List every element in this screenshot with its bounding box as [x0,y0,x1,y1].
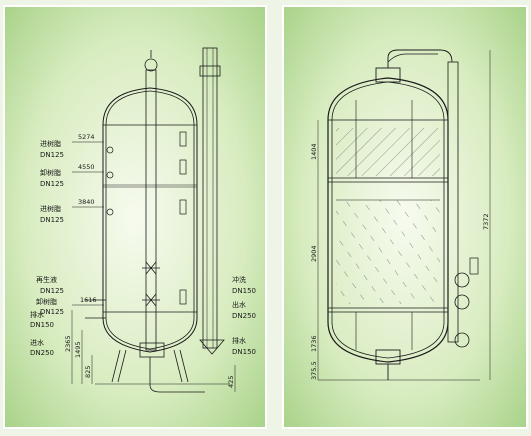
dim-2904: 2904 [310,245,318,262]
label-resin-out-2-dn: DN125 [40,308,64,316]
right-vessel [318,49,480,381]
label-drain: 排水 [30,310,44,319]
label-resin-in-2: 进树脂 [40,204,61,213]
label-resin-out: 卸树脂 [40,168,61,177]
elevation-3840: 3840 [78,198,95,206]
left-vertical-dims: 2365 1495 825 425 [64,310,236,392]
left-annotations: 进树脂 DN125 卸树脂 DN125 进树脂 DN125 再生液 DN125 … [30,139,256,357]
dim-1736: 1736 [310,335,318,352]
dim-1495: 1495 [74,341,82,358]
label-resin-out-2: 卸树脂 [36,297,57,306]
label-resin-in-dn: DN125 [40,151,64,159]
label-drain-dn: DN150 [30,321,54,329]
right-vertical-dims: 1404 2904 1736 375.5 7372 [310,50,491,380]
label-water-in: 进水 [30,338,44,347]
dim-2365: 2365 [64,335,72,352]
dim-375-5: 375.5 [310,361,318,380]
label-water-in-dn: DN250 [30,349,54,357]
label-resin-out-dn: DN125 [40,180,64,188]
left-vessel [85,47,230,393]
left-panel [3,5,267,429]
label-water-out: 出水 [232,300,246,309]
label-drain-2-dn: DN150 [232,348,256,356]
dim-7372: 7372 [482,213,490,230]
elevation-1616: 1616 [80,296,97,304]
label-resin-in-2-dn: DN125 [40,216,64,224]
dim-1404: 1404 [310,143,318,160]
label-water-out-dn: DN250 [232,312,256,320]
left-elevations: 5274 4550 3840 1616 [72,133,104,306]
elevation-5274: 5274 [78,133,95,141]
label-drain-2: 排水 [232,336,246,345]
label-regen-dn: DN125 [40,287,64,295]
label-regen: 再生液 [36,275,57,284]
dim-425: 425 [227,376,235,388]
label-flush-dn: DN150 [232,287,256,295]
label-flush: 冲洗 [232,275,246,284]
elevation-4550: 4550 [78,163,95,171]
dim-825: 825 [84,366,92,378]
label-resin-in: 进树脂 [40,139,61,148]
